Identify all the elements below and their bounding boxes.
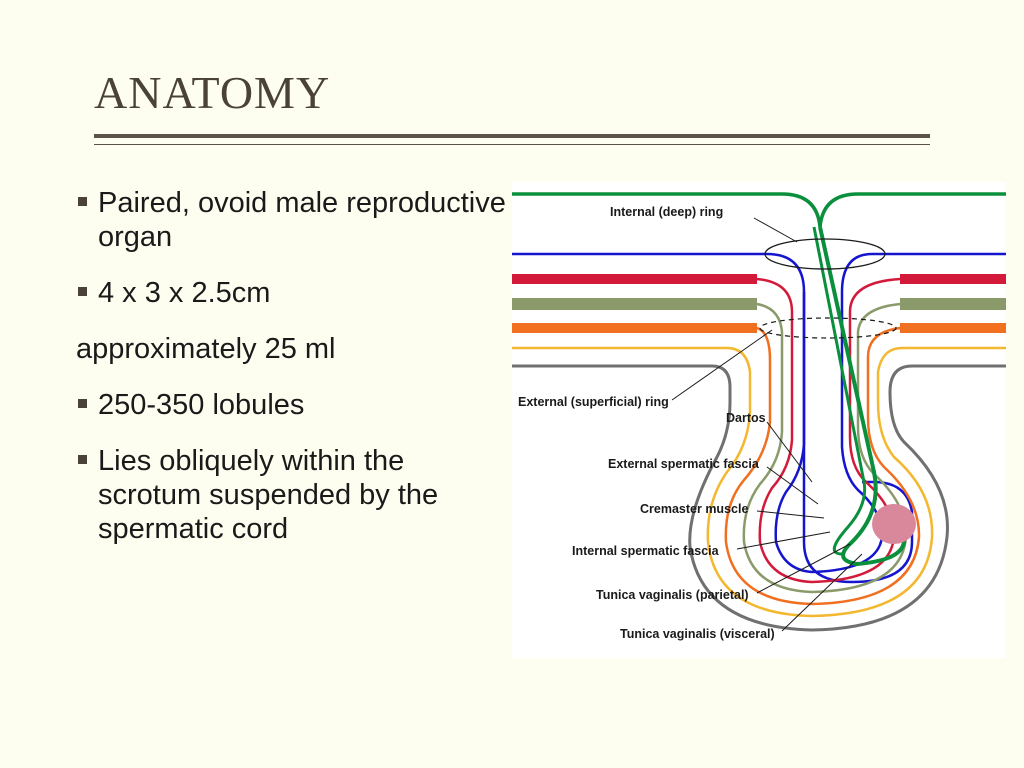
spermatic-cord-inner [812, 226, 867, 556]
label-internal-ring: Internal (deep) ring [610, 205, 723, 219]
orange-layer [724, 326, 921, 606]
title-rule-thick [94, 134, 930, 138]
bullet-text: 4 x 3 x 2.5cm [98, 277, 271, 309]
internal-layer-line [512, 252, 914, 584]
square-bullet-icon [78, 287, 87, 296]
orange-band-left [512, 323, 757, 333]
plain-line: approximately 25 ml [76, 332, 506, 366]
bullet-item: 4 x 3 x 2.5cm [76, 276, 506, 310]
fascia-band-right [900, 298, 1006, 310]
label-dartos: Dartos [726, 411, 766, 425]
square-bullet-icon [78, 455, 87, 464]
red-layer [756, 277, 901, 584]
square-bullet-icon [78, 197, 87, 206]
label-internal-spermatic-fascia: Internal spermatic fascia [572, 544, 720, 558]
label-external-spermatic-fascia: External spermatic fascia [608, 457, 760, 471]
testis [872, 504, 916, 544]
bullet-list: Paired, ovoid male reproductive organ 4 … [76, 186, 506, 568]
plain-text: approximately 25 ml [76, 333, 336, 365]
blue-inner-sac [774, 292, 884, 574]
label-cremaster-muscle: Cremaster muscle [640, 502, 748, 516]
square-bullet-icon [78, 399, 87, 408]
orange-band-right [900, 323, 1006, 333]
bullet-text: Paired, ovoid male reproductive organ [98, 187, 506, 253]
leader-lines [671, 217, 863, 632]
internal-layer-line-right [840, 252, 1006, 293]
bullet-text: Lies obliquely within the scrotum suspen… [98, 445, 439, 545]
bullet-item: 250-350 lobules [76, 388, 506, 422]
spermatic-cord [818, 226, 907, 567]
bullet-item: Paired, ovoid male reproductive organ [76, 186, 506, 254]
label-external-ring: External (superficial) ring [518, 395, 669, 409]
bullet-text: 250-350 lobules [98, 389, 305, 421]
yellow-layer [512, 346, 1006, 618]
fascia-band-left [512, 298, 757, 310]
external-ring-ellipse [759, 317, 897, 339]
title-rule-thin [94, 144, 930, 145]
skin-outline [512, 364, 1006, 632]
cord-top-line [512, 192, 1006, 228]
bullet-item: Lies obliquely within the scrotum suspen… [76, 444, 506, 546]
internal-ring-ellipse [764, 238, 886, 270]
scrotal-layers-diagram: Internal (deep) ring External (superfici… [512, 182, 1006, 658]
diagram-svg: Internal (deep) ring External (superfici… [512, 192, 1006, 641]
label-tunica-vaginalis-visceral: Tunica vaginalis (visceral) [620, 627, 775, 641]
muscle-band-right [900, 274, 1006, 284]
slide-title: ANATOMY [94, 67, 331, 118]
olive-layer [742, 302, 908, 594]
label-tunica-vaginalis-parietal: Tunica vaginalis (parietal) [596, 588, 749, 602]
muscle-band-left [512, 274, 757, 284]
